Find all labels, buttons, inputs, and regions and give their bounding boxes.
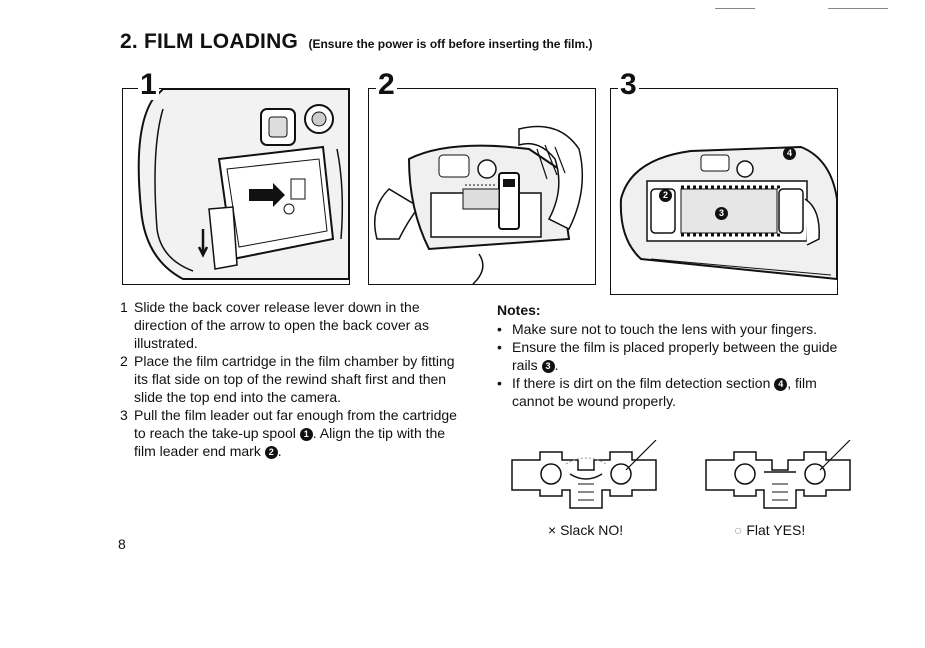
notes-section: Notes: • Make sure not to touch the lens… — [497, 302, 842, 410]
note-item-1: • Make sure not to touch the lens with y… — [497, 320, 842, 338]
section-title-main: 2. FILM LOADING — [120, 30, 298, 53]
step-3: 3 Pull the film leader out far enough fro… — [120, 406, 470, 460]
slack-caption: × Slack NO! — [548, 522, 623, 538]
step-2-text: Place the film cartridge in the film cha… — [134, 353, 455, 405]
note-item-2-text-a: Ensure the film is placed properly betwe… — [512, 339, 838, 373]
flat-caption: ○ Flat YES! — [734, 522, 805, 538]
step-1: 1 Slide the back cover release lever down… — [120, 298, 470, 352]
note-item-2-text: Ensure the film is placed properly betwe… — [512, 338, 842, 374]
marker-3-inline: 3 — [541, 359, 555, 373]
step-2: 2 Place the film cartridge in the film ch… — [120, 352, 470, 406]
section-title-note: (Ensure the power is off before insertin… — [308, 37, 593, 51]
step-3-number: 3 — [120, 407, 128, 423]
section-title: 2. FILM LOADING (Ensure the power is off… — [120, 30, 592, 54]
film-example-slack: × Slack NO! — [506, 439, 666, 540]
flat-label: Flat YES! — [746, 522, 806, 538]
page-number: 8 — [118, 536, 126, 552]
note-item-1-text: Make sure not to touch the lens with you… — [512, 321, 818, 337]
note-item-2: • Ensure the film is placed properly bet… — [497, 338, 842, 374]
note-item-3: • If there is dirt on the film detection… — [497, 374, 842, 410]
step-1-text: Slide the back cover release lever down … — [134, 299, 429, 351]
film-example-flat: ○ Flat YES! — [700, 439, 860, 540]
marker-2: 2 — [659, 189, 672, 202]
step-3-text-a: Pull the film leader out far enough from… — [134, 407, 457, 441]
notes-heading: Notes: — [497, 302, 541, 318]
top-rule-left — [715, 8, 755, 9]
note-item-3-text-b: , film cannot be wound properly. — [512, 375, 817, 409]
figure-3: 2 3 4 — [610, 88, 838, 295]
step-3-text-c: . — [277, 443, 282, 459]
step-3-text-b: . Align the tip with the film leader end… — [134, 425, 446, 459]
step-2-number: 2 — [120, 353, 128, 369]
figure-2 — [368, 88, 596, 285]
slack-film-diagram — [511, 439, 657, 509]
step-1-number: 1 — [120, 299, 128, 315]
steps-list: 1 Slide the back cover release lever down… — [120, 298, 470, 460]
note-item-3-text: If there is dirt on the film detection s… — [512, 374, 842, 410]
figure-1 — [122, 88, 350, 285]
note-item-3-text-a: If there is dirt on the film detection s… — [512, 375, 771, 391]
figure-2-number: 2 — [376, 68, 397, 101]
bullet-icon: • — [497, 321, 502, 337]
marker-2-inline: 2 — [264, 445, 278, 459]
marker-1: 1 — [299, 427, 313, 441]
figure-3-number: 3 — [618, 68, 639, 101]
marker-3: 3 — [715, 207, 728, 220]
camera-back-open-illustration — [137, 89, 349, 280]
marker-4: 4 — [783, 147, 796, 160]
flat-film-diagram — [705, 439, 851, 509]
bullet-icon: • — [497, 375, 502, 391]
marker-4-inline: 4 — [774, 377, 788, 391]
slack-label: Slack NO! — [560, 522, 624, 538]
circle-icon: ○ — [734, 522, 743, 538]
note-item-2-text-b: . — [554, 357, 559, 373]
cross-icon: × — [548, 522, 557, 538]
bullet-icon: • — [497, 339, 502, 355]
film-leader-alignment-illustration — [619, 145, 837, 281]
figure-1-number: 1 — [138, 68, 159, 101]
film-cartridge-insert-illustration — [374, 125, 584, 284]
top-rule-right — [828, 8, 888, 9]
step-3-text: Pull the film leader out far enough from… — [134, 406, 460, 460]
